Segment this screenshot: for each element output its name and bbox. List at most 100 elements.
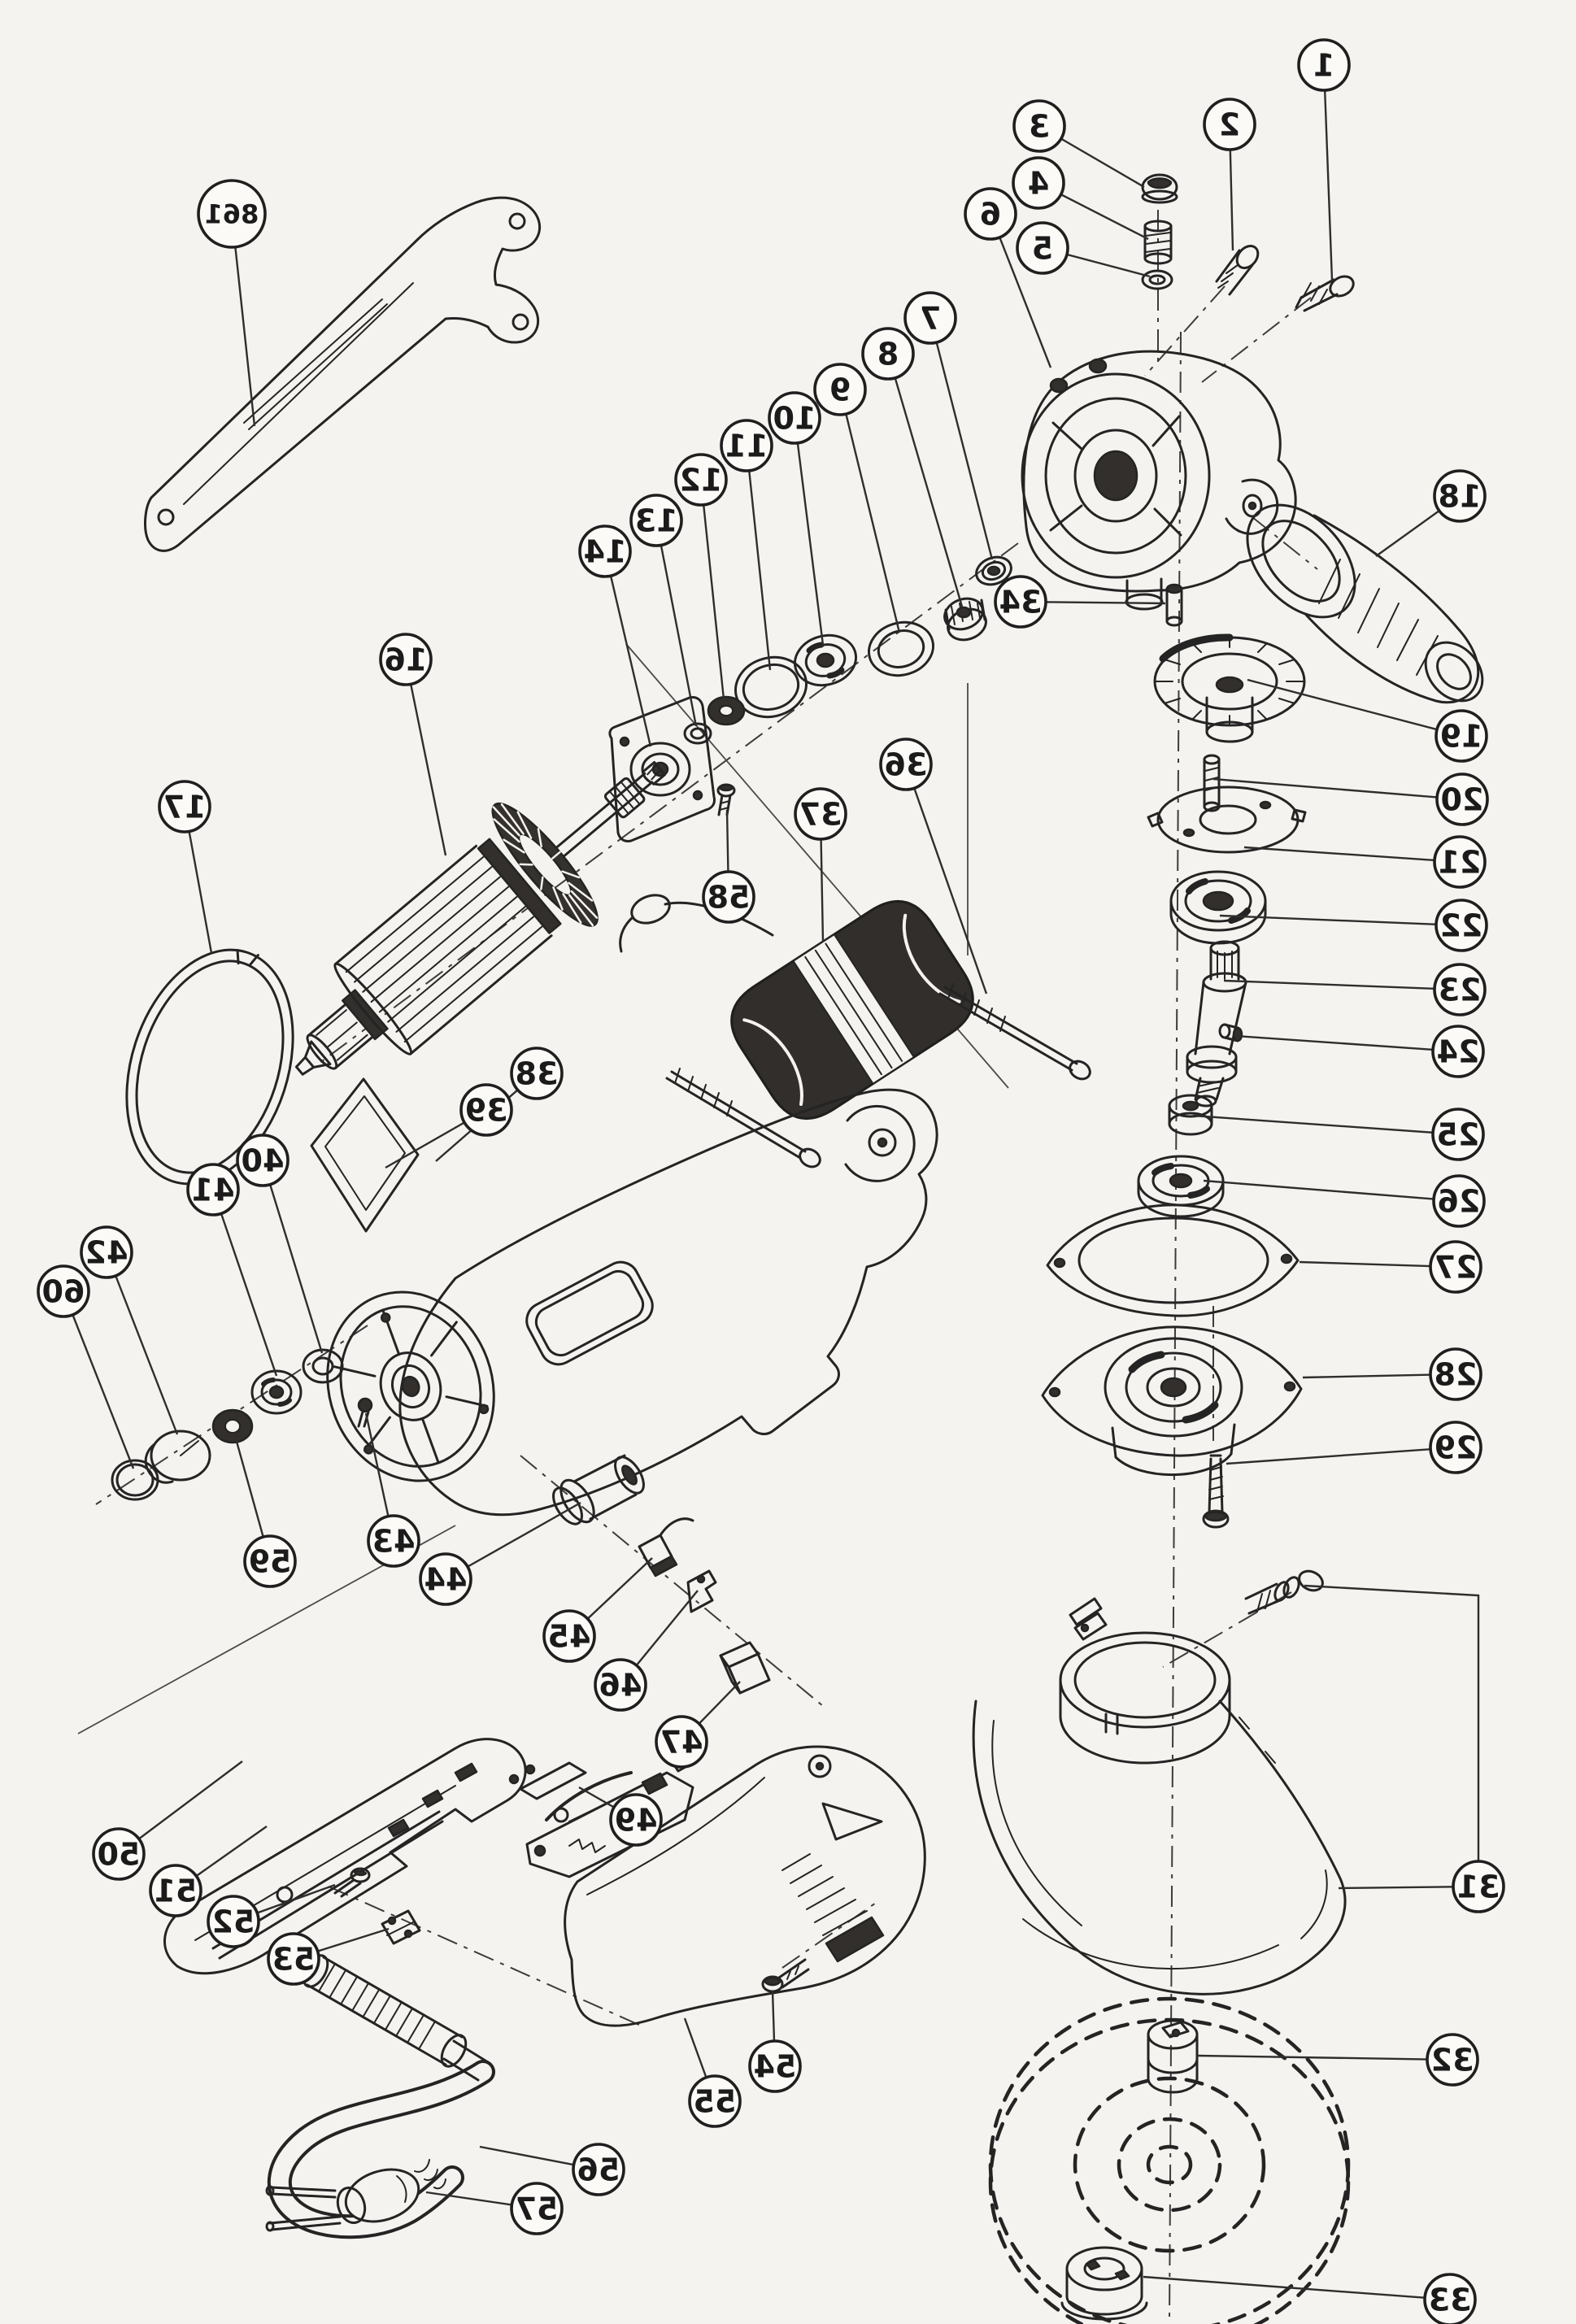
balloon-circle-16 bbox=[379, 633, 433, 686]
balloon-circle-22 bbox=[1435, 899, 1488, 952]
leader-line-16 bbox=[404, 659, 447, 856]
balloon-37: 37 bbox=[794, 787, 847, 841]
carbon-brush-45-drawing bbox=[638, 1517, 694, 1578]
balloon-circle-14 bbox=[578, 524, 632, 578]
balloon-circle-20 bbox=[1435, 772, 1489, 826]
balloon-number-38: 38 bbox=[516, 1056, 559, 1092]
guard-clamp-bolt-drawing bbox=[1244, 1569, 1324, 1615]
balloon-circle-34 bbox=[994, 575, 1047, 629]
balloon-number-31: 31 bbox=[1457, 1869, 1500, 1905]
balloon-number-861: 861 bbox=[205, 199, 259, 230]
balloon-43: 43 bbox=[367, 1514, 420, 1568]
balloon-circle-53 bbox=[267, 1932, 320, 1986]
screw-54-drawing bbox=[761, 1958, 810, 1993]
balloon-861: 861 bbox=[197, 179, 267, 249]
bearing-plate-14-drawing bbox=[608, 696, 716, 842]
balloon-3: 3 bbox=[1012, 99, 1066, 153]
balloon-circle-44 bbox=[419, 1552, 472, 1606]
balloon-circle-59 bbox=[243, 1534, 297, 1588]
balloon-19: 19 bbox=[1435, 709, 1488, 763]
rear-housing-drawing bbox=[564, 1745, 926, 2027]
leader-line-14 bbox=[603, 551, 652, 747]
balloon-number-14: 14 bbox=[584, 534, 627, 570]
balloon-36: 36 bbox=[879, 738, 933, 791]
balloon-14: 14 bbox=[578, 524, 632, 578]
balloon-circle-52 bbox=[207, 1895, 260, 1948]
balloon-number-1: 1 bbox=[1313, 48, 1334, 84]
balloon-circle-4 bbox=[1012, 156, 1065, 210]
nut-7-drawing bbox=[975, 555, 1012, 586]
leader-line-41 bbox=[211, 1189, 278, 1377]
balloon-number-12: 12 bbox=[680, 463, 723, 498]
balloon-number-22: 22 bbox=[1440, 908, 1483, 944]
balloon-number-2: 2 bbox=[1219, 107, 1240, 143]
cord-drawing bbox=[267, 2060, 495, 2239]
balloon-number-27: 27 bbox=[1435, 1250, 1478, 1286]
brush-holder-44-drawing bbox=[552, 1454, 645, 1525]
balloon-circle-43 bbox=[367, 1514, 420, 1568]
balloon-23: 23 bbox=[1433, 963, 1487, 1016]
balloon-number-56: 56 bbox=[577, 2152, 620, 2188]
inner-flange-32-drawing bbox=[1147, 2019, 1199, 2094]
balloon-number-24: 24 bbox=[1437, 1034, 1480, 1070]
balloon-number-39: 39 bbox=[465, 1093, 508, 1129]
balloon-circle-13 bbox=[629, 494, 683, 547]
switch-assembly-drawing bbox=[508, 1752, 694, 1878]
leader-line-42 bbox=[105, 1251, 179, 1435]
leader-line-23 bbox=[1223, 979, 1461, 991]
balloon-number-32: 32 bbox=[1431, 2043, 1474, 2078]
leader-line-32 bbox=[1196, 2054, 1453, 2061]
washer-40-drawing bbox=[302, 1348, 344, 1384]
balloon-27: 27 bbox=[1429, 1240, 1482, 1294]
screw-52-drawing bbox=[333, 1867, 371, 1898]
leader-line-7 bbox=[929, 317, 994, 560]
balloon-number-54: 54 bbox=[754, 2049, 797, 2085]
balloon-number-28: 28 bbox=[1435, 1357, 1478, 1393]
stator-drawing bbox=[619, 894, 974, 1121]
balloon-55: 55 bbox=[688, 2074, 742, 2128]
screw-2-drawing bbox=[1215, 245, 1260, 296]
balloon-number-7: 7 bbox=[920, 301, 941, 337]
leader-line-21 bbox=[1243, 846, 1461, 864]
balloon-circle-19 bbox=[1435, 709, 1488, 763]
balloon-circle-36 bbox=[879, 738, 933, 791]
balloon-number-16: 16 bbox=[385, 642, 428, 678]
balloon-number-11: 11 bbox=[725, 429, 768, 464]
crown-gear-drawing bbox=[1153, 633, 1306, 743]
ring-13-drawing bbox=[683, 722, 712, 745]
balloon-26: 26 bbox=[1432, 1174, 1486, 1228]
balloon-number-59: 59 bbox=[249, 1544, 292, 1580]
balloon-number-37: 37 bbox=[799, 797, 842, 833]
o-ring-5-drawing bbox=[1141, 269, 1173, 290]
balloon-circle-5 bbox=[1016, 221, 1069, 275]
balloon-number-53: 53 bbox=[272, 1942, 316, 1978]
lock-plate-drawing bbox=[1147, 786, 1307, 854]
balloon-number-46: 46 bbox=[599, 1668, 642, 1704]
screw-43-drawing bbox=[357, 1397, 373, 1428]
o-ring-60-drawing bbox=[111, 1459, 159, 1501]
ring-17-drawing bbox=[125, 948, 294, 1186]
balloon-number-8: 8 bbox=[877, 337, 899, 372]
balloon-1: 1 bbox=[1297, 38, 1351, 92]
leader-line-1 bbox=[1322, 64, 1334, 281]
screw-1-drawing bbox=[1295, 275, 1355, 312]
gasket-27-drawing bbox=[1046, 1203, 1300, 1317]
balloon-9: 9 bbox=[813, 363, 867, 416]
cord-clamp-53-drawing bbox=[381, 1909, 421, 1945]
balloon-number-58: 58 bbox=[707, 880, 751, 916]
balloon-circle-39 bbox=[459, 1083, 513, 1137]
balloon-13: 13 bbox=[629, 494, 683, 547]
balloon-circle-11 bbox=[720, 419, 773, 472]
balloon-number-42: 42 bbox=[85, 1235, 128, 1271]
leader-line-24 bbox=[1235, 1034, 1459, 1053]
balloon-circle-56 bbox=[572, 2143, 625, 2196]
balloon-20: 20 bbox=[1435, 772, 1489, 826]
balloon-18: 18 bbox=[1433, 469, 1487, 523]
balloon-60: 60 bbox=[37, 1264, 90, 1318]
balloon-number-21: 21 bbox=[1439, 845, 1482, 881]
balloon-circle-24 bbox=[1431, 1025, 1485, 1078]
balloon-number-34: 34 bbox=[999, 585, 1043, 620]
balloon-number-23: 23 bbox=[1439, 973, 1482, 1008]
